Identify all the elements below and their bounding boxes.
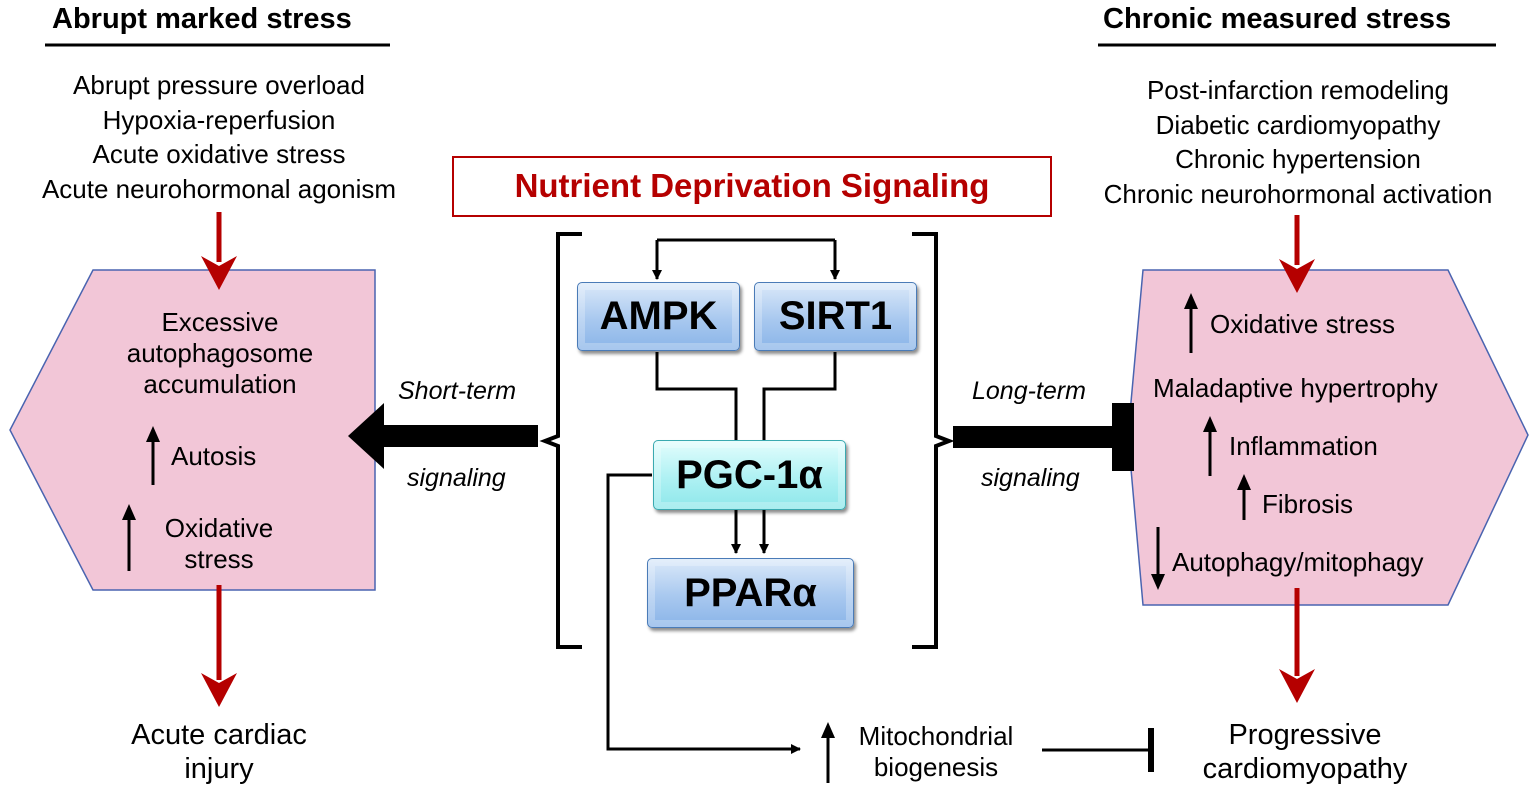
short-term-label: Short-term (398, 377, 517, 405)
right-outcome-line: cardiomyopathy (1202, 753, 1408, 785)
mito-up-arrow (821, 722, 835, 783)
inflammation-text: Inflammation (1229, 431, 1378, 461)
to-pgc1a-connectors (655, 352, 837, 440)
left-trigger-item: Acute neurohormonal agonism (41, 173, 397, 204)
right-top-red-arrow (1279, 215, 1315, 293)
short-term-arrow (348, 403, 538, 469)
autophagy-text: Autophagy/mitophagy (1172, 547, 1424, 577)
left-outcome-line: injury (184, 753, 254, 785)
right-trigger-item: Post-infarction remodeling (1146, 75, 1450, 105)
long-signaling-label: signaling (981, 464, 1080, 492)
accumulation-line: accumulation (143, 369, 297, 399)
ampk-box: AMPK (577, 282, 740, 351)
right-trigger-item: Chronic hypertension (1175, 144, 1421, 174)
right-oxidative-up-arrow (1184, 293, 1198, 353)
fibrosis-text: Fibrosis (1262, 489, 1354, 519)
pgc1a-box: PGC-1α (653, 440, 846, 510)
left-top-red-arrow (201, 212, 237, 290)
right-trigger-list: Post-infarction remodeling Diabetic card… (1060, 73, 1536, 211)
left-bottom-red-arrow (201, 585, 237, 707)
left-oxidative-up-arrow (122, 504, 136, 571)
left-bracket (539, 232, 582, 649)
autophagy-down-arrow (1151, 527, 1165, 590)
left-trigger-item: Hypoxia-reperfusion (102, 104, 336, 135)
right-trigger-item: Diabetic cardiomyopathy (1155, 109, 1441, 140)
ppara-label: PPARα (684, 570, 817, 615)
left-header: Abrupt marked stress (52, 3, 352, 35)
short-signaling-label: signaling (407, 464, 506, 492)
ampk-label: AMPK (599, 294, 718, 338)
mito-line: Mitochondrial (858, 721, 1014, 751)
center-title-box (452, 156, 1052, 217)
autosis-up-arrow (146, 426, 160, 485)
left-trigger-item: Abrupt pressure overload (73, 70, 365, 100)
accumulation-line: autophagosome (126, 338, 314, 368)
accumulation-line: Excessive (161, 307, 279, 337)
right-outcome: Progressive cardiomyopathy (1180, 718, 1430, 786)
pgc1a-mito-arrow (606, 473, 801, 754)
right-bottom-red-arrow (1279, 588, 1315, 703)
ampk-sirt1-connector (652, 238, 840, 280)
mito-inhibit-connector (1042, 728, 1154, 772)
right-trigger-item: Chronic neurohormonal activation (1103, 178, 1493, 209)
right-outcome-line: Progressive (1228, 719, 1382, 751)
autosis-text: Autosis (171, 441, 257, 471)
left-hexagon (9, 269, 376, 591)
fibrosis-up-arrow (1237, 474, 1251, 520)
pgc1a-ppara-arrows (731, 510, 769, 554)
inflammation-up-arrow (1203, 416, 1217, 476)
ppara-box: PPARα (647, 558, 854, 628)
hypertrophy-text: Maladaptive hypertrophy (1153, 373, 1438, 403)
accumulation-text: Excessive autophagosome accumulation (118, 307, 322, 400)
sirt1-box: SIRT1 (754, 282, 917, 351)
left-oxidative-line: stress (184, 544, 254, 574)
center-title: Nutrient Deprivation Signaling (514, 167, 990, 204)
right-bracket (912, 232, 955, 649)
left-trigger-item: Acute oxidative stress (92, 139, 346, 169)
right-oxidative-text: Oxidative stress (1210, 309, 1395, 339)
left-oxidative-line: Oxidative (164, 513, 274, 543)
long-term-inhibitor (953, 403, 1134, 471)
mito-line: biogenesis (873, 752, 999, 782)
left-oxidative-text: Oxidative stress (148, 513, 290, 575)
mito-text: Mitochondrial biogenesis (842, 721, 1030, 783)
sirt1-label: SIRT1 (778, 294, 893, 338)
long-term-label: Long-term (972, 377, 1086, 405)
left-outcome-line: Acute cardiac (131, 719, 307, 751)
left-outcome: Acute cardiac injury (94, 718, 344, 786)
right-header: Chronic measured stress (1103, 3, 1452, 35)
pgc1a-label: PGC-1α (676, 452, 823, 497)
left-trigger-list: Abrupt pressure overload Hypoxia-reperfu… (0, 68, 438, 206)
